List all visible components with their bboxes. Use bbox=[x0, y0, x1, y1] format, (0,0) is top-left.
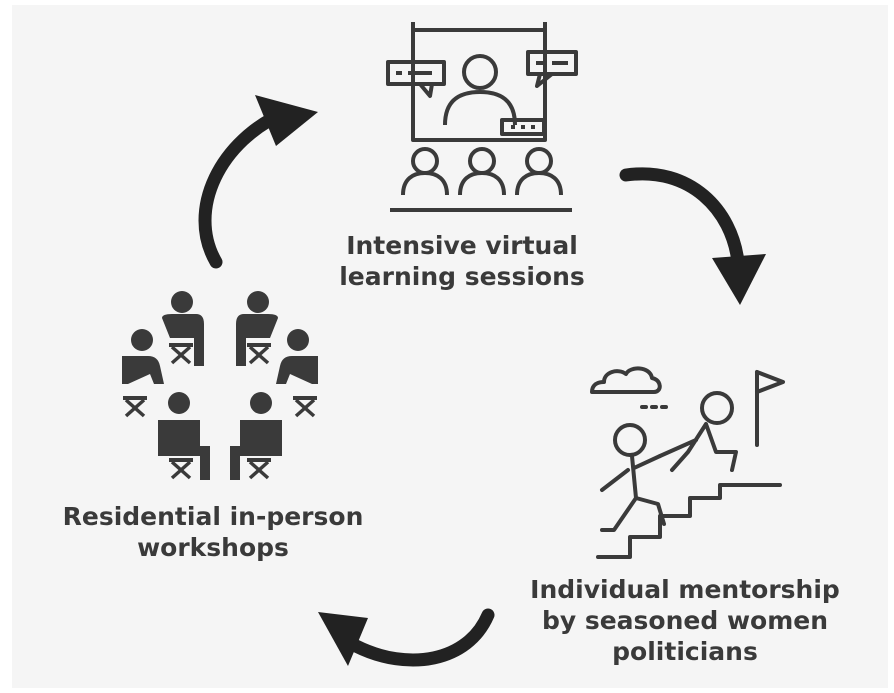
video-conference-icon bbox=[386, 22, 578, 212]
step-label-mentorship: Individual mentorship by seasoned women … bbox=[525, 574, 845, 667]
climbing-help-icon bbox=[590, 366, 785, 559]
label-line: politicians bbox=[612, 637, 758, 666]
circle-of-people-icon bbox=[121, 291, 319, 480]
label-line: Intensive virtual bbox=[346, 231, 578, 260]
label-line: Residential in-person bbox=[62, 502, 364, 531]
diagram-canvas bbox=[12, 5, 888, 688]
cycle-arrow-top-left bbox=[198, 95, 318, 269]
label-line: learning sessions bbox=[339, 262, 585, 291]
cycle-arrow-bottom bbox=[318, 608, 495, 667]
step-label-residential-workshops: Residential in-person workshops bbox=[48, 501, 378, 563]
step-label-virtual-sessions: Intensive virtual learning sessions bbox=[322, 230, 602, 292]
label-line: by seasoned women bbox=[541, 606, 829, 635]
label-line: workshops bbox=[137, 533, 289, 562]
label-line: Individual mentorship bbox=[530, 575, 840, 604]
cycle-arrow-right bbox=[619, 167, 766, 305]
